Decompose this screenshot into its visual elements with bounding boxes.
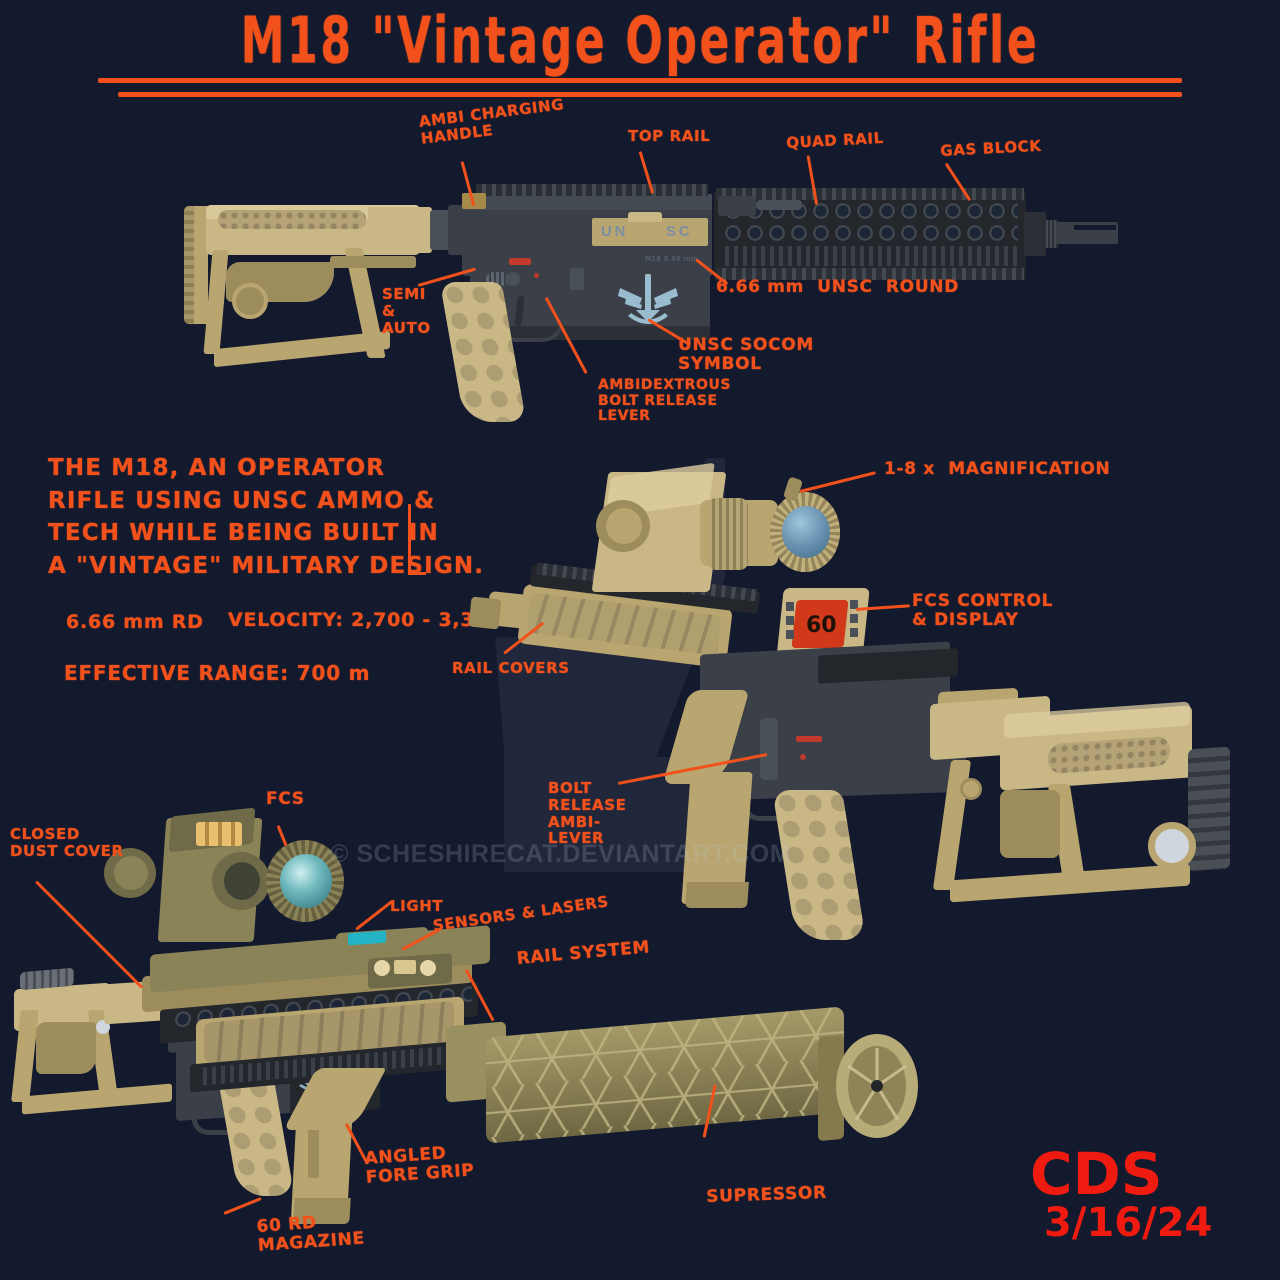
muzzle-cap-vanes [847,1048,907,1121]
label-fcs: FCS [266,789,305,809]
receiver-marking-right: SC [666,223,693,240]
label-unsc-socom-symbol: UNSC SOCOM SYMBOL [678,335,815,375]
spec-effective-range: EFFECTIVE RANGE: 700 m [64,661,371,685]
description-paragraph: THE M18, AN OPERATOR RIFLE USING UNSC AM… [48,455,485,579]
label-sensors-lasers: SENSORS & LASERS [431,892,610,935]
signature-date: 3/16/24 [1044,1200,1213,1246]
label-rail-covers: RAIL COVERS [452,659,570,677]
label-ambidextrous-bolt-release-lever: AMBIDEXTROUS BOLT RELEASE LEVER [598,377,732,425]
label-closed-dust-cover: CLOSED DUST COVER [10,825,124,860]
label-angled-fore-grip: ANGLED FORE GRIP [363,1143,476,1188]
receiver-marking-left: UN [601,223,629,240]
title-rule-bottom [118,92,1182,97]
signature-initials: CDS [1030,1140,1163,1208]
unsc-socom-emblem [618,274,678,324]
label-semi-auto: SEMI & AUTO [382,285,431,337]
label-fcs-control-display: FCS CONTROL & DISPLAY [912,591,1054,631]
spec-round: 6.66 mm RD [66,611,204,633]
label-supressor: SUPRESSOR [705,1182,828,1207]
label-top-rail: TOP RAIL [628,127,711,145]
artist-signature: CDS 3/16/24 [1030,1140,1212,1246]
page-title: M18 "Vintage Operator" Rifle [240,4,1040,79]
title-block: M18 "Vintage Operator" Rifle [0,0,1280,100]
label-quad-rail: QUAD RAIL [785,128,885,152]
label-bolt-release-ambi-lever: BOLT RELEASE AMBI- LEVER [548,779,627,848]
label-unsc-round: 6.66 mm UNSC ROUND [716,277,960,297]
label-ambi-charging-handle: AMBI CHARGING HANDLE [417,95,566,148]
title-rule-top [98,78,1182,83]
label-gas-block: GAS BLOCK [939,136,1042,160]
fcs-display-value: 60 [806,613,837,638]
label-light: LIGHT [390,897,444,915]
magwell-stencil: M18 6.66 mm [645,255,699,263]
label-60rd-magazine: 60 RD MAGAZINE [255,1212,366,1256]
label-magnification: 1-8 x MAGNIFICATION [884,459,1111,479]
label-rail-system: RAIL SYSTEM [515,937,651,969]
